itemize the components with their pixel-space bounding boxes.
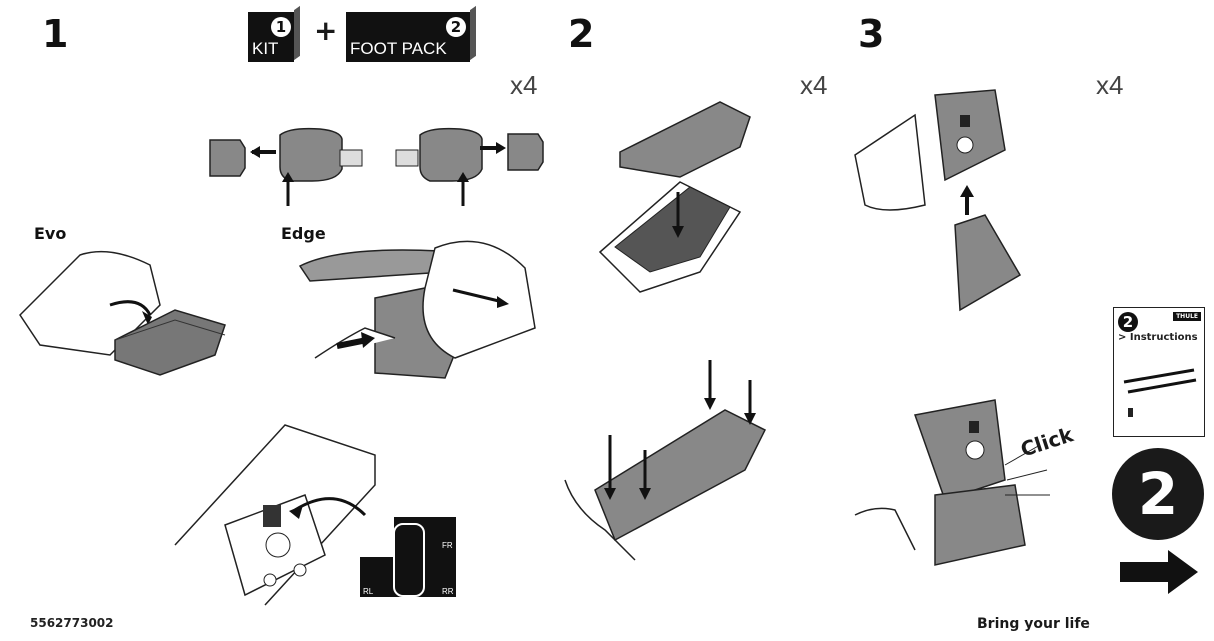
foot-pack-number-badge: 2 bbox=[446, 17, 466, 37]
booklet-title: > Instructions bbox=[1118, 332, 1198, 343]
next-page-number: 2 bbox=[1137, 460, 1179, 528]
instructions-booklet: 2 THULE > Instructions bbox=[1113, 307, 1205, 437]
foot-pack-box-side bbox=[470, 5, 476, 61]
slogan: Bring your life bbox=[977, 616, 1090, 632]
position-rr-label: RR bbox=[442, 587, 454, 596]
kit-box: 1 KIT bbox=[248, 12, 294, 62]
foot-position-diagram: FR RL RR bbox=[360, 517, 456, 597]
pad-insertion-illustration bbox=[598, 101, 751, 293]
edge-label: Edge bbox=[281, 224, 326, 243]
bracket-attach-illustration bbox=[854, 89, 1022, 312]
rail-position-illustration bbox=[174, 424, 376, 606]
evo-foot-illustration bbox=[19, 250, 226, 376]
booklet-number-badge: 2 bbox=[1118, 312, 1138, 332]
plus-sign: + bbox=[314, 14, 338, 47]
roof-bars-icon bbox=[1123, 368, 1197, 394]
position-rl-label: RL bbox=[363, 587, 374, 596]
edge-foot-illustration bbox=[298, 240, 536, 379]
bracket-click-illustration bbox=[854, 399, 1050, 566]
pad-press-illustration bbox=[564, 360, 767, 561]
booklet-screw-icon bbox=[1128, 408, 1133, 417]
evo-label: Evo bbox=[34, 224, 67, 243]
next-page-arrow-icon bbox=[1120, 550, 1198, 594]
step-2-number: 2 bbox=[568, 12, 595, 56]
step-1-number: 1 bbox=[42, 12, 69, 56]
step-2-quantity: x4 bbox=[800, 70, 828, 100]
part-number: 5562773002 bbox=[30, 616, 114, 630]
kit-box-side bbox=[294, 5, 300, 61]
position-fr-label: FR bbox=[442, 541, 453, 550]
kit-label: KIT bbox=[252, 39, 279, 58]
foot-pad-removal-illustration bbox=[209, 127, 544, 206]
foot-pack-label: FOOT PACK bbox=[350, 39, 447, 58]
next-page-badge: 2 bbox=[1112, 448, 1204, 540]
step-1-quantity: x4 bbox=[510, 70, 538, 100]
step-3-number: 3 bbox=[858, 12, 885, 56]
foot-pack-box: 2 FOOT PACK bbox=[346, 12, 470, 62]
booklet-brand: THULE bbox=[1173, 312, 1201, 321]
step-3-quantity: x4 bbox=[1096, 70, 1124, 100]
kit-number-badge: 1 bbox=[271, 17, 291, 37]
